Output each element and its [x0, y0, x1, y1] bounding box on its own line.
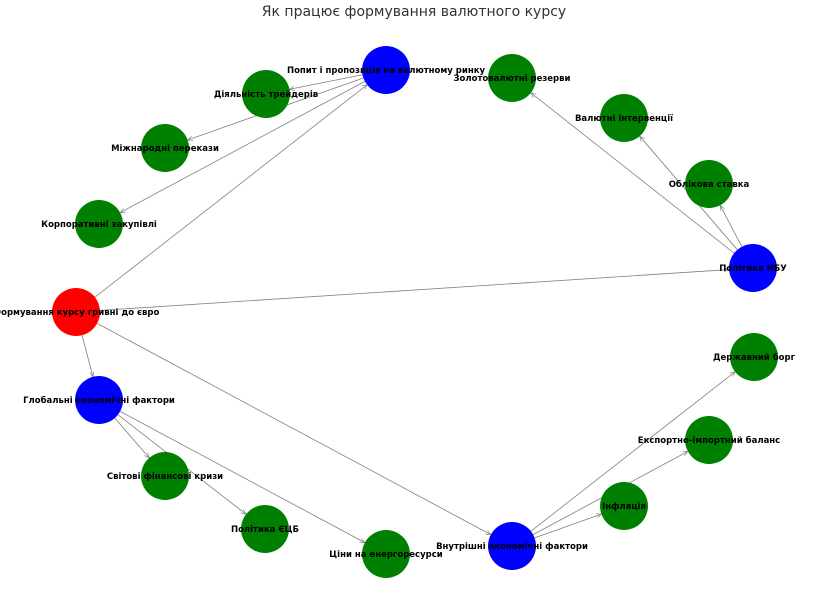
- node-ecb: [241, 505, 289, 553]
- edge-root-nbu: [99, 270, 729, 311]
- node-label-global: Глобальні економічні фактори: [23, 395, 175, 406]
- edge-root-internal: [96, 322, 491, 534]
- edge-internal-inflation: [534, 514, 602, 539]
- node-label-transfers: Міжнародні перекази: [111, 143, 219, 154]
- node-label-inflation: Інфляція: [602, 501, 646, 512]
- labels-layer: Формування курсу гривні до євроГлобальні…: [0, 65, 796, 560]
- node-global: [75, 376, 123, 424]
- node-energy: [362, 530, 410, 578]
- node-transfers: [141, 124, 189, 172]
- node-label-internal: Внутрішні економічні фактори: [436, 541, 588, 552]
- node-label-rate: Облікова ставка: [669, 179, 750, 190]
- node-crises: [141, 452, 189, 500]
- edge-root-global: [81, 335, 93, 377]
- node-root: [52, 288, 100, 336]
- node-purchases: [75, 200, 123, 248]
- node-label-nbu: Політика НБУ: [719, 263, 787, 274]
- node-trade: [685, 416, 733, 464]
- node-rate: [685, 160, 733, 208]
- node-label-debt: Державний борг: [713, 352, 796, 363]
- node-reserves: [488, 54, 536, 102]
- node-label-root: Формування курсу гривні до євро: [0, 307, 159, 318]
- edge-nbu-reserves: [531, 93, 735, 254]
- node-label-market: Попит і пропозиція на валютному ринку: [287, 65, 486, 76]
- node-market: [362, 46, 410, 94]
- node-label-crises: Світові фінансові кризи: [107, 471, 223, 482]
- node-label-reserves: Золотовалютні резерви: [454, 73, 571, 84]
- node-label-ecb: Політика ЄЦБ: [231, 524, 299, 535]
- node-interventions: [600, 94, 648, 142]
- node-label-purchases: Корпоративні закупівлі: [41, 219, 157, 230]
- node-traders: [242, 70, 290, 118]
- node-label-energy: Ціни на енергоресурси: [329, 549, 442, 560]
- node-label-trade: Експортно-імпортний баланс: [638, 435, 780, 446]
- node-internal: [488, 522, 536, 570]
- edge-market-purchases: [120, 80, 366, 212]
- edge-internal-debt: [530, 372, 735, 532]
- diagram-title: Як працює формування валютного курсу: [262, 4, 566, 20]
- edge-market-traders: [290, 74, 363, 90]
- node-label-traders: Діяльність трейдерів: [214, 89, 318, 100]
- node-label-interventions: Валютні інтервенції: [575, 113, 673, 124]
- node-nbu: [729, 244, 777, 292]
- nodes-layer: [52, 46, 778, 578]
- edge-nbu-rate: [720, 205, 743, 247]
- edge-global-energy: [119, 410, 365, 542]
- edge-global-crises: [114, 417, 150, 458]
- node-debt: [730, 333, 778, 381]
- node-inflation: [600, 482, 648, 530]
- edge-root-market: [94, 85, 367, 298]
